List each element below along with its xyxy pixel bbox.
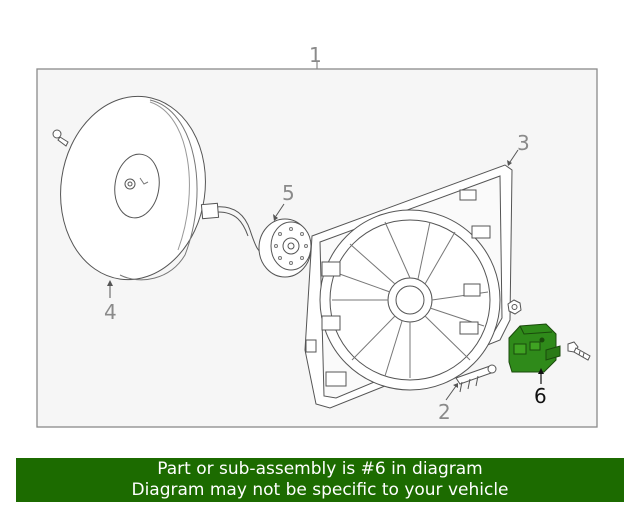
fan-motor-part-5 [200,202,312,278]
banner-line-1: Part or sub-assembly is #6 in diagram [157,459,483,479]
callout-6: 6 [534,384,547,408]
bolt-icon [567,341,591,361]
callout-1: 1 [309,43,322,67]
callout-3: 3 [517,131,530,155]
callout-2-leader [445,385,457,401]
banner-line-2: Diagram may not be specific to your vehi… [131,480,509,500]
fan-shroud-part-3 [304,164,513,409]
connector-part-2 [455,364,497,393]
callout-2: 2 [438,400,451,424]
module-part-6 [508,323,561,373]
callout-3-leader [509,149,519,163]
callout-4: 4 [104,300,117,324]
screw-icon [52,129,69,147]
part-notice-banner: Part or sub-assembly is #6 in diagram Di… [16,458,624,502]
fan-disc-part-4 [60,95,206,281]
callout-5-leader [275,203,285,217]
nut-icon [507,299,522,315]
callout-5: 5 [282,181,295,205]
